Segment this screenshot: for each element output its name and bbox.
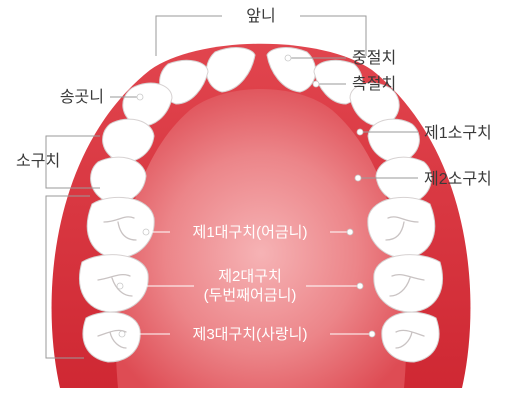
marker-lateral-incisor: [313, 81, 319, 87]
marker-first-molar-left: [143, 229, 149, 235]
label-first-premolar: 제1소구치: [424, 124, 492, 142]
marker-canine: [137, 94, 143, 100]
label-premolar: 소구치: [16, 152, 60, 170]
label-first-molar: 제1대구치(어금니): [193, 224, 308, 241]
marker-second-premolar: [355, 175, 361, 181]
label-second-molar-line1: 제2대구치: [218, 268, 282, 285]
marker-third-molar-left: [119, 331, 125, 337]
label-central-incisor: 중절치: [352, 49, 396, 67]
label-canine: 송곳니: [60, 88, 104, 106]
label-front-teeth: 앞니: [246, 7, 275, 25]
marker-first-premolar: [357, 129, 363, 135]
label-lateral-incisor: 측절치: [352, 75, 396, 93]
marker-third-molar-right: [369, 331, 375, 337]
label-second-molar-line2: (두번째어금니): [204, 287, 297, 304]
label-third-molar: 제3대구치(사랑니): [193, 326, 308, 343]
marker-central-incisor: [285, 55, 291, 61]
label-second-premolar: 제2소구치: [424, 170, 492, 188]
marker-first-molar-right: [347, 229, 353, 235]
marker-second-molar-left: [117, 283, 123, 289]
marker-second-molar-right: [357, 283, 363, 289]
